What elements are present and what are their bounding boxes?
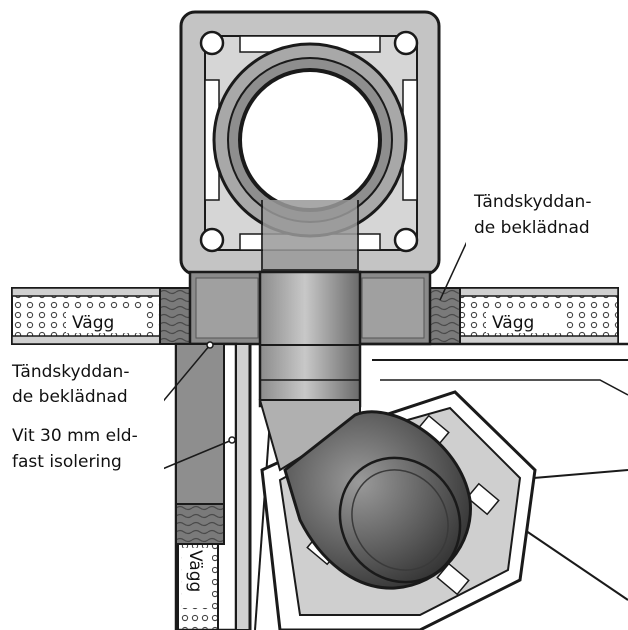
cladding-label-right-line1: Tändskyddan- xyxy=(473,192,591,212)
insulation-label-line2: fast isolering xyxy=(12,452,122,472)
wall-label-left-bg xyxy=(66,309,146,333)
cladding-label-right-line2: de beklädnad xyxy=(474,218,590,238)
cladding-label-left-line2: de beklädnad xyxy=(12,387,128,407)
cladding-label-right-bg xyxy=(466,186,628,246)
insulation-label-line1: Vit 30 mm eld- xyxy=(12,426,138,446)
wall-label-right-bg xyxy=(486,309,566,333)
insulation-label-bg xyxy=(8,420,164,476)
cladding-label-left-line1: Tändskyddan- xyxy=(11,362,129,382)
cladding-label-left-bg xyxy=(8,358,164,414)
flue-pipe-vertical xyxy=(258,270,362,408)
wall-label-vertical: Vägg xyxy=(185,550,205,592)
wall-label-right: Vägg xyxy=(492,313,534,333)
cladding-right-strip xyxy=(429,287,461,345)
chimney-outlet-block xyxy=(179,10,441,276)
wall-label-left: Vägg xyxy=(72,313,114,333)
wall-label-vertical-bg xyxy=(182,548,212,608)
flue-pipe-elbow xyxy=(258,399,472,590)
leader-lines xyxy=(159,234,471,471)
cladding-left-strip xyxy=(159,287,191,345)
